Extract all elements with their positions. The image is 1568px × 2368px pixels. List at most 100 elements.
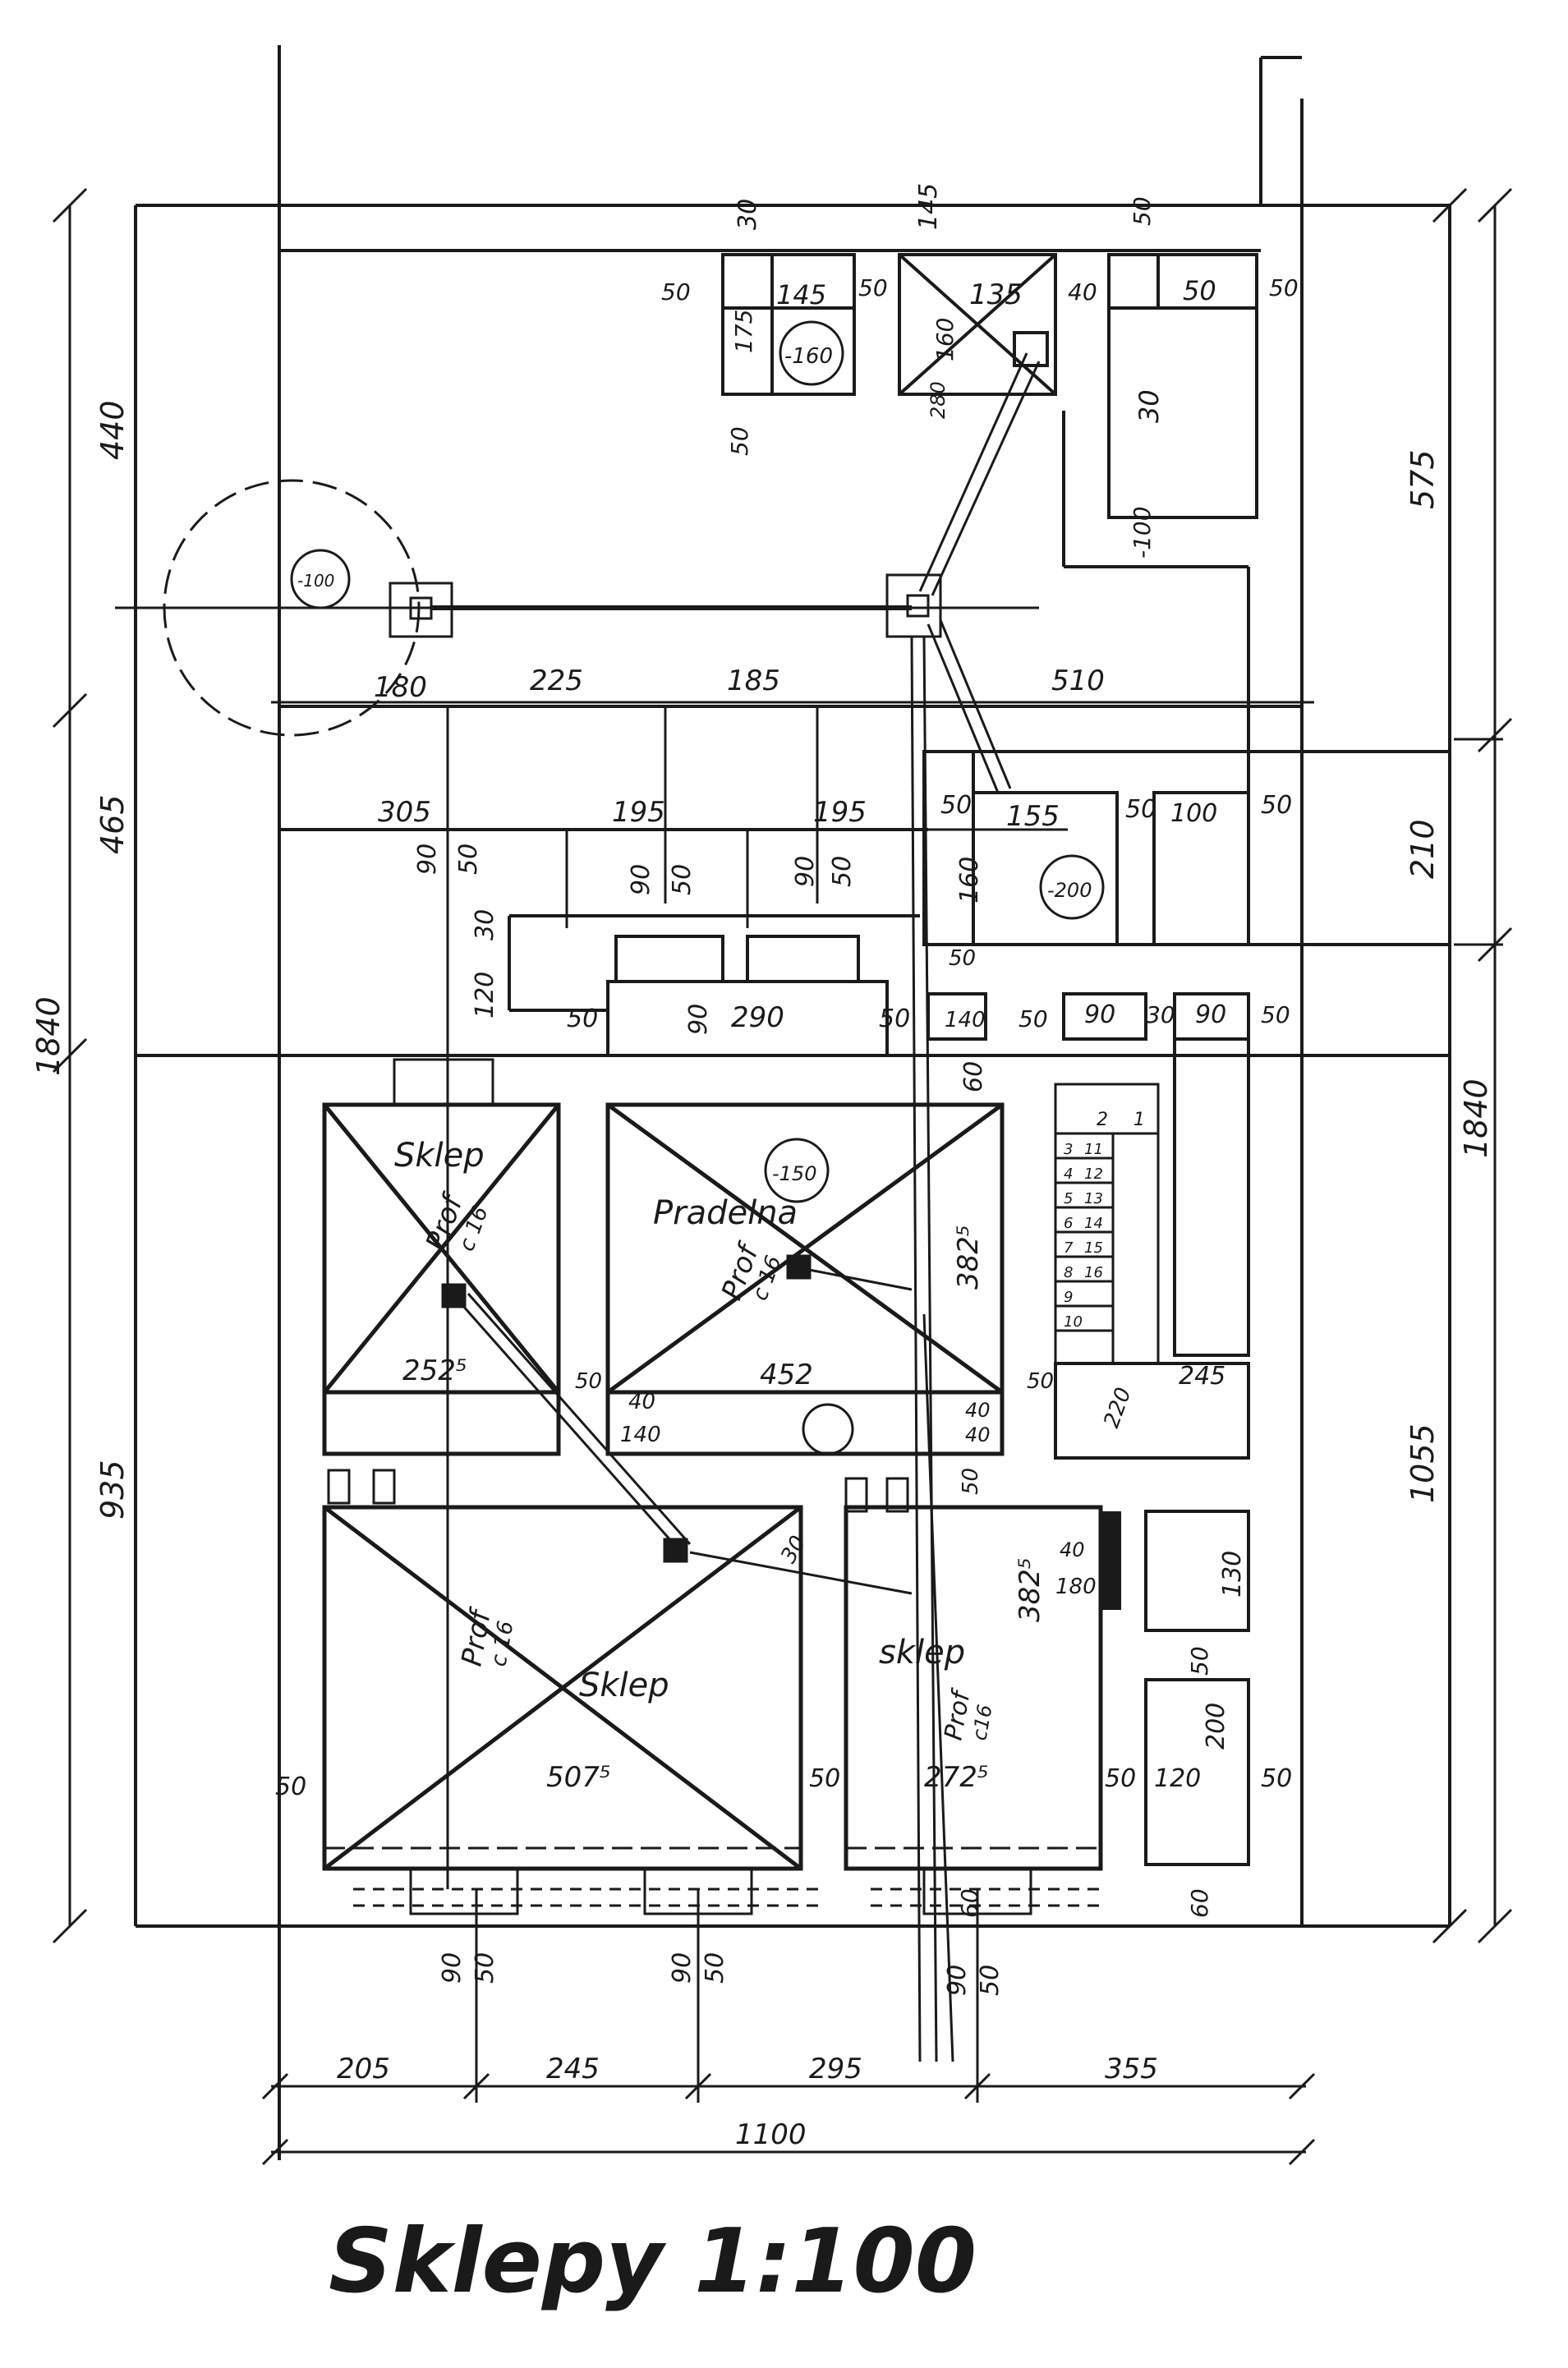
dim-right: 210 xyxy=(1405,819,1441,879)
upper-pillars xyxy=(508,750,1250,1057)
dim-inner: 220 xyxy=(1099,1384,1136,1431)
dim-inner: 50 xyxy=(1261,1001,1290,1028)
dim-inner: 60 xyxy=(1186,1888,1213,1918)
dim-inner: 90 xyxy=(684,1004,713,1035)
dim-inner: 40 xyxy=(1068,278,1097,306)
dim-top: 510 xyxy=(1051,664,1105,697)
stair-number: 16 xyxy=(1084,1264,1103,1281)
dim-top: 180 xyxy=(374,671,427,704)
dim-inner: 50 xyxy=(1261,791,1292,820)
inner-dimensions: 90 50 30 120 90 50 90 50 50 90 290 50 60… xyxy=(275,183,1299,1996)
room-labels: Sklep Pradelna Sklep sklep xyxy=(394,1137,965,1704)
dim-inner: 40 xyxy=(965,1423,991,1446)
room-label-sklep-top: Sklep xyxy=(394,1137,485,1175)
dim-right: 1055 xyxy=(1405,1423,1441,1503)
dim-inner: 60 xyxy=(959,1061,988,1092)
dim-inner: 40 xyxy=(628,1390,655,1414)
round-mark-labels: -160 -100 -200 -150 xyxy=(297,344,1092,1185)
dim-inner: 30 xyxy=(1146,1001,1175,1028)
dim-left: 465 xyxy=(94,794,131,854)
room-sklep-right xyxy=(844,1505,1103,1871)
dim-inner: 120 xyxy=(471,972,499,1018)
dim-inner: 90 xyxy=(791,856,820,887)
vent-boxes xyxy=(721,253,1258,519)
dim-bottom: 205 xyxy=(337,2053,390,2085)
dim-inner: 50 xyxy=(828,856,857,887)
dim-inner: 30 xyxy=(471,909,499,940)
dim-right: 575 xyxy=(1405,449,1441,509)
dim-inner: 50 xyxy=(661,278,691,306)
dim-inner: 50 xyxy=(701,1952,729,1984)
dim-inner: 30 xyxy=(776,1532,812,1568)
dim-inner: 50 xyxy=(949,946,976,971)
stair-number: 1 xyxy=(1133,1110,1145,1130)
dim-inner: 90 xyxy=(1195,1000,1226,1029)
dim-left: 935 xyxy=(94,1460,131,1520)
dim-inner: 160 xyxy=(931,318,959,361)
stair-number: 10 xyxy=(1064,1313,1083,1331)
dim-inner: 50 xyxy=(1105,1764,1136,1793)
dim-inner: 50 xyxy=(726,426,753,456)
staircase xyxy=(1054,992,1250,1460)
stair-number: 15 xyxy=(1084,1239,1103,1257)
dim-inner: 290 xyxy=(731,1001,784,1034)
room-label-sklep-bottom: Sklep xyxy=(579,1667,669,1704)
dim-inner: 50 xyxy=(471,1952,499,1984)
left-dimensions: 440 465 935 1840 xyxy=(30,400,131,1520)
dim-bottom-total: 1100 xyxy=(735,2118,807,2151)
dim-second: 195 xyxy=(612,796,665,829)
dim-inner: 50 xyxy=(1129,196,1156,226)
dim-inner: 382⁵ xyxy=(1014,1557,1046,1622)
stair-number: 6 xyxy=(1064,1215,1073,1232)
room-label-sklep-right: sklep xyxy=(879,1634,965,1671)
dim-inner: 50 xyxy=(668,864,697,895)
dim-inner: 50 xyxy=(1125,795,1156,824)
stair-number: 4 xyxy=(1064,1166,1073,1183)
round-mark-160 xyxy=(779,320,844,386)
dim-inner: 175 xyxy=(730,310,757,353)
dim-inner: 382⁵ xyxy=(952,1225,985,1290)
dim-inner: 140 xyxy=(620,1423,661,1447)
dim-inner: 50 xyxy=(575,1369,602,1394)
dim-inner: 90 xyxy=(668,1952,697,1984)
stair-number: 13 xyxy=(1084,1190,1103,1207)
dim-inner: 272⁵ xyxy=(924,1761,989,1794)
dim-inner: 507⁵ xyxy=(546,1761,611,1794)
dim-inner: 200 xyxy=(1202,1703,1230,1750)
dim-left: 440 xyxy=(94,400,131,460)
round-mark-200 xyxy=(1039,854,1105,920)
dim-inner: 50 xyxy=(1183,275,1216,306)
round-mark-label: -200 xyxy=(1047,879,1092,902)
stair-number: 14 xyxy=(1084,1215,1103,1232)
dim-inner: 30 xyxy=(1133,389,1165,423)
dim-inner: 135 xyxy=(969,278,1023,311)
dim-inner: 145 xyxy=(914,183,943,230)
room-sklep-bottom xyxy=(322,1505,803,1871)
dim-inner: 50 xyxy=(809,1764,840,1793)
dim-top: 185 xyxy=(727,664,780,697)
dim-second: 305 xyxy=(378,796,431,829)
stair-number: 9 xyxy=(1064,1289,1073,1306)
dim-inner: 60 xyxy=(956,1888,983,1918)
dim-inner: 30 xyxy=(733,199,762,230)
dim-inner: 90 xyxy=(943,1965,972,1996)
stair-number: 5 xyxy=(1064,1190,1073,1207)
stair-number: 12 xyxy=(1084,1166,1103,1183)
dim-top: 225 xyxy=(530,664,583,697)
dim-bottom: 295 xyxy=(809,2053,862,2085)
dim-inner: 50 xyxy=(567,1005,598,1033)
room-label-pradelna: Pradelna xyxy=(653,1194,798,1232)
round-mark-label: -150 xyxy=(772,1162,816,1185)
round-mark-label: -160 xyxy=(784,344,833,369)
dim-inner: 120 xyxy=(1154,1764,1201,1793)
stair-number: 2 xyxy=(1097,1110,1108,1130)
dim-inner: 452 xyxy=(760,1359,813,1391)
dim-inner: 50 xyxy=(879,1005,910,1033)
dim-inner: 50 xyxy=(1186,1646,1213,1676)
dim-inner: 50 xyxy=(1019,1005,1048,1032)
dim-inner: 40 xyxy=(965,1399,991,1422)
room-pipes xyxy=(327,1267,913,1595)
top-row-dimensions: 180 225 185 510 305 195 195 xyxy=(374,664,1105,829)
